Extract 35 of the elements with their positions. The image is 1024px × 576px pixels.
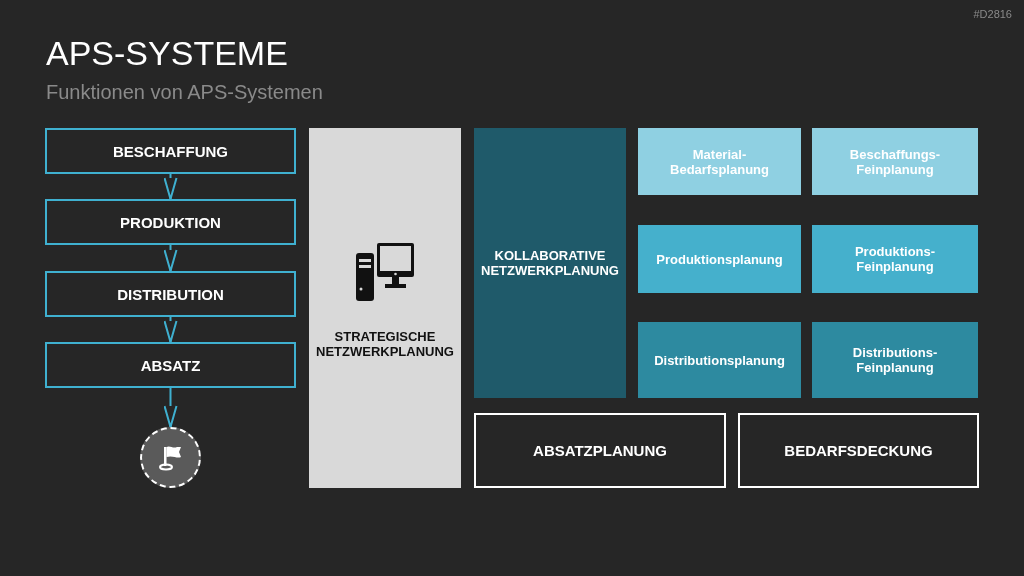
planning-tile: [812, 225, 978, 293]
arrow: [163, 173, 178, 200]
planning-tile: [812, 128, 978, 195]
process-box: [45, 128, 296, 174]
box-label: ABSATZPLANUNG: [533, 442, 667, 459]
tile-label: Material- Bedarfsplanung: [670, 146, 769, 177]
tile-label: Beschaffungs- Feinplanung: [849, 146, 941, 177]
planning-tile: [812, 322, 978, 398]
planning-panel: [474, 128, 626, 398]
box-label: BEDARFSDECKUNG: [784, 442, 933, 459]
outlined-box: [738, 413, 979, 488]
process-box: [45, 199, 296, 245]
panel-label: STRATEGISCHE NETZWERKPLANUNG: [316, 329, 454, 359]
step-label: BESCHAFFUNG: [113, 142, 228, 160]
tile-label: Produktionsplanung: [656, 251, 783, 267]
panel-label: KOLLABORATIVE NETZWERKPLANUNG: [481, 248, 619, 278]
planning-tile: [638, 225, 801, 293]
planning-tile: [638, 322, 801, 398]
arrow: [163, 387, 178, 428]
reference-code: #D2816: [973, 8, 1012, 20]
arrow: [163, 244, 178, 272]
planning-panel: [309, 128, 461, 488]
step-label: DISTRIBUTION: [117, 285, 224, 303]
tile-label: Distributionsplanung: [654, 352, 785, 368]
tile-label: Produktions- Feinplanung: [854, 244, 936, 274]
slide-title: APS-SYSTEME: [46, 34, 288, 73]
planning-tile: [638, 128, 801, 195]
step-label: ABSATZ: [140, 356, 201, 374]
process-box: [45, 271, 296, 317]
slide-subtitle: Funktionen von APS-Systemen: [46, 81, 323, 104]
arrow: [163, 316, 178, 343]
tile-label: Distributions- Feinplanung: [852, 345, 938, 375]
step-label: PRODUKTION: [120, 213, 221, 231]
outlined-box: [474, 413, 726, 488]
process-box: [45, 342, 296, 388]
